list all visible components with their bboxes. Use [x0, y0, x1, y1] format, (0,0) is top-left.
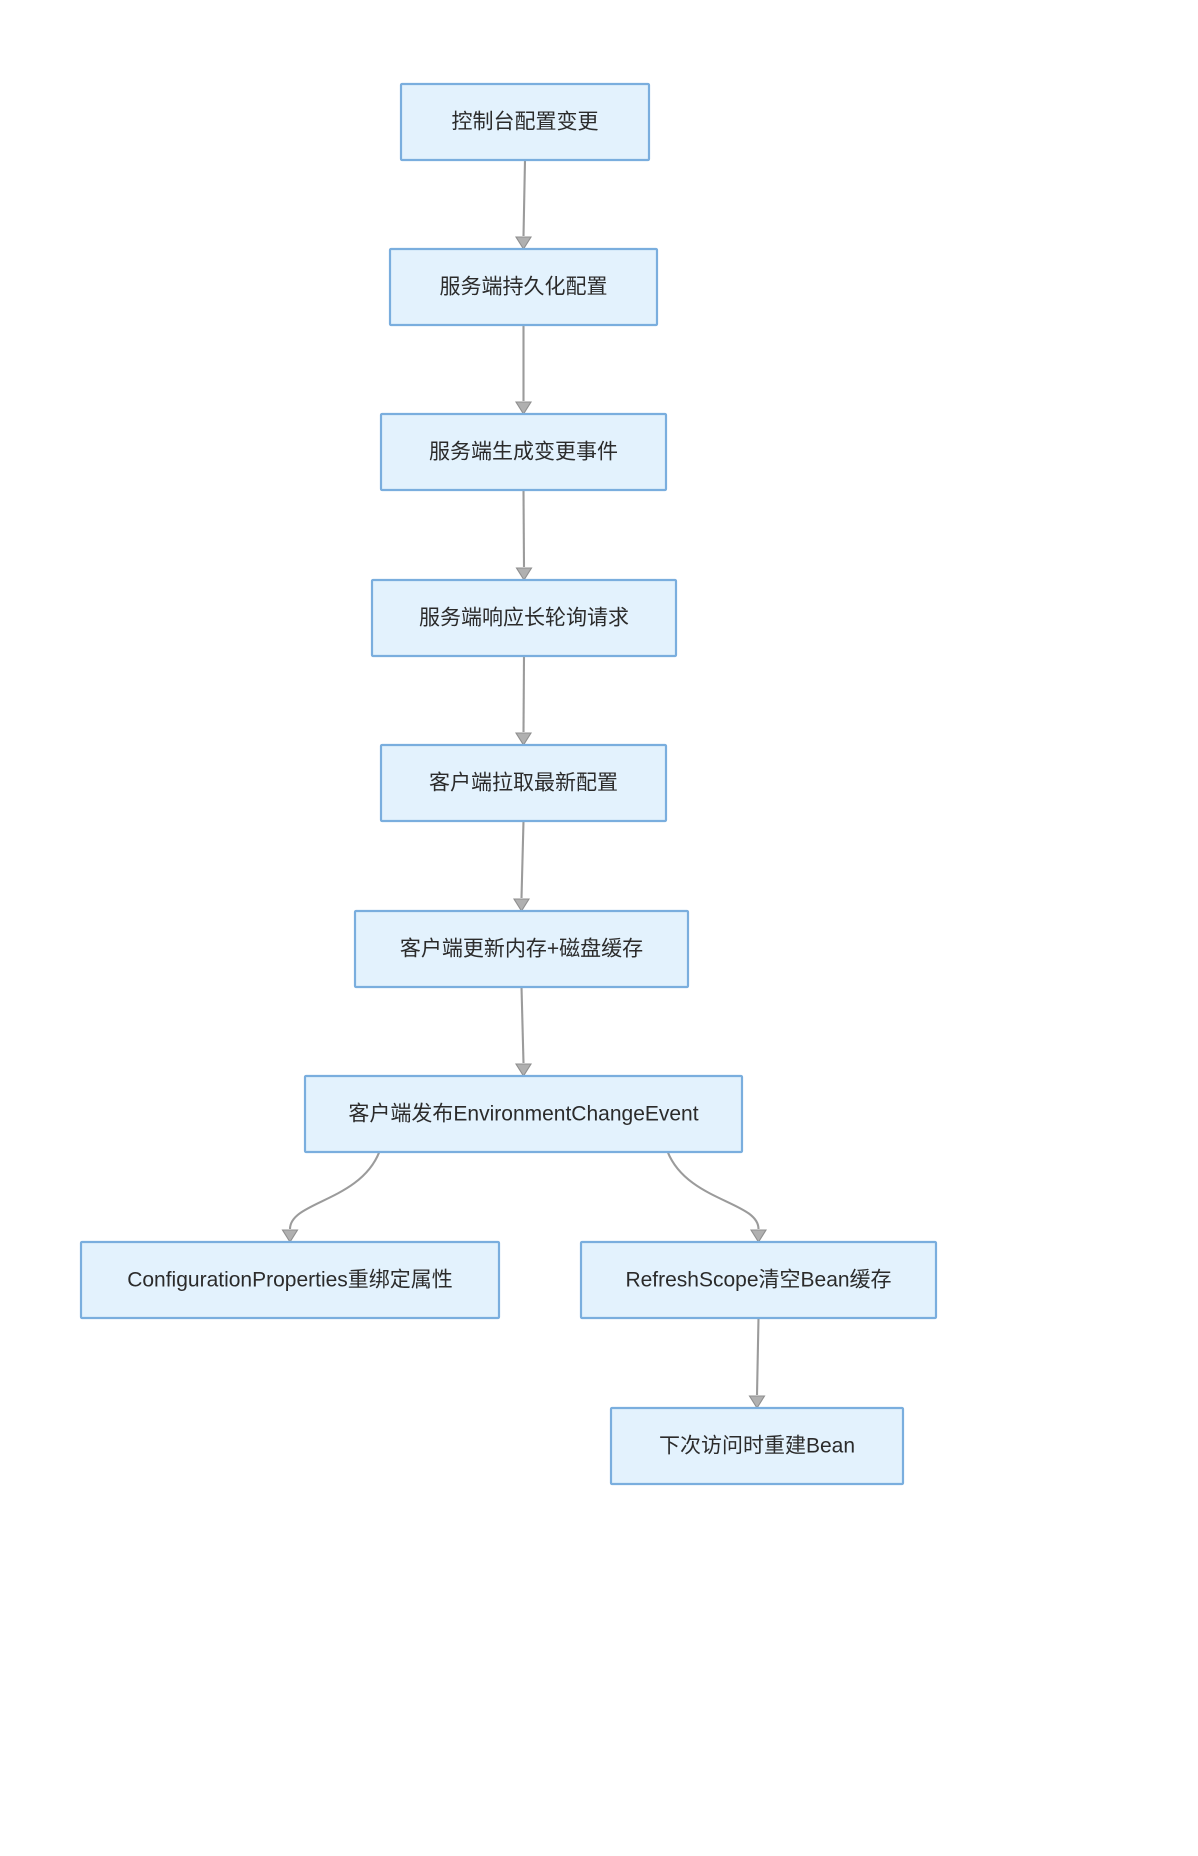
edge-客户端发布environmentchangeevent-to-configurationproperties重绑定属性: [281, 1151, 381, 1244]
node-box[interactable]: [370, 578, 678, 658]
edge-line: [288, 1151, 381, 1230]
nodes-layer: 控制台配置变更服务端持久化配置服务端生成变更事件服务端响应长轮询请求客户端拉取最…: [79, 82, 938, 1486]
node-label: 客户端更新内存+磁盘缓存: [400, 938, 643, 961]
arrowhead-icon: [515, 401, 532, 416]
edge-客户端更新内存-磁盘缓存-to-客户端发布environmentchangeevent: [515, 986, 532, 1078]
node-box[interactable]: [579, 1240, 938, 1320]
node-n2[interactable]: 服务端持久化配置: [388, 247, 659, 327]
node-label: 服务端持久化配置: [440, 276, 608, 299]
edge-服务端生成变更事件-to-服务端响应长轮询请求: [515, 489, 533, 582]
node-n4[interactable]: 服务端响应长轮询请求: [370, 578, 678, 658]
node-label: 服务端响应长轮询请求: [419, 607, 629, 630]
node-n9[interactable]: RefreshScope清空Bean缓存: [579, 1240, 938, 1320]
node-n5[interactable]: 客户端拉取最新配置: [379, 743, 668, 823]
node-box[interactable]: [399, 82, 651, 162]
arrowhead-icon: [281, 1229, 299, 1244]
node-label: 服务端生成变更事件: [429, 441, 618, 464]
edge-line: [522, 159, 527, 237]
node-box[interactable]: [609, 1406, 905, 1486]
edge-line: [755, 1317, 760, 1396]
node-label: 控制台配置变更: [452, 111, 599, 134]
edge-line: [666, 1151, 760, 1230]
edge-refreshscope清空bean缓存-to-下次访问时重建bean: [748, 1317, 766, 1410]
edge-服务端响应长轮询请求-to-客户端拉取最新配置: [515, 655, 532, 747]
node-box[interactable]: [379, 743, 668, 823]
edges-layer: [281, 159, 767, 1410]
node-box[interactable]: [79, 1240, 501, 1320]
node-label: 客户端拉取最新配置: [429, 772, 618, 795]
arrowhead-icon: [515, 236, 532, 251]
edge-line: [522, 655, 526, 733]
node-n6[interactable]: 客户端更新内存+磁盘缓存: [353, 909, 690, 989]
node-n1[interactable]: 控制台配置变更: [399, 82, 651, 162]
arrowhead-icon: [515, 1063, 532, 1078]
arrowhead-icon: [513, 898, 530, 913]
edge-控制台配置变更-to-服务端持久化配置: [515, 159, 532, 251]
arrowhead-icon: [515, 567, 533, 582]
node-n3[interactable]: 服务端生成变更事件: [379, 412, 668, 492]
node-box[interactable]: [388, 247, 659, 327]
node-label: RefreshScope清空Bean缓存: [625, 1269, 891, 1292]
node-n8[interactable]: ConfigurationProperties重绑定属性: [79, 1240, 501, 1320]
edge-客户端发布environmentchangeevent-to-refreshscope清空bean缓存: [666, 1151, 767, 1244]
arrowhead-icon: [748, 1395, 766, 1410]
edge-line: [522, 489, 526, 568]
node-label: 下次访问时重建Bean: [659, 1435, 855, 1458]
node-box[interactable]: [379, 412, 668, 492]
arrowhead-icon: [515, 732, 532, 747]
edge-line: [520, 986, 525, 1064]
node-label: ConfigurationProperties重绑定属性: [127, 1269, 453, 1292]
edge-客户端拉取最新配置-to-客户端更新内存-磁盘缓存: [513, 820, 530, 913]
arrowhead-icon: [750, 1229, 767, 1244]
node-n10[interactable]: 下次访问时重建Bean: [609, 1406, 905, 1486]
edge-服务端持久化配置-to-服务端生成变更事件: [515, 325, 532, 416]
node-box[interactable]: [303, 1074, 744, 1154]
node-label: 客户端发布EnvironmentChangeEvent: [348, 1103, 698, 1126]
node-box[interactable]: [353, 909, 690, 989]
edge-line: [520, 820, 525, 899]
node-n7[interactable]: 客户端发布EnvironmentChangeEvent: [303, 1074, 744, 1154]
